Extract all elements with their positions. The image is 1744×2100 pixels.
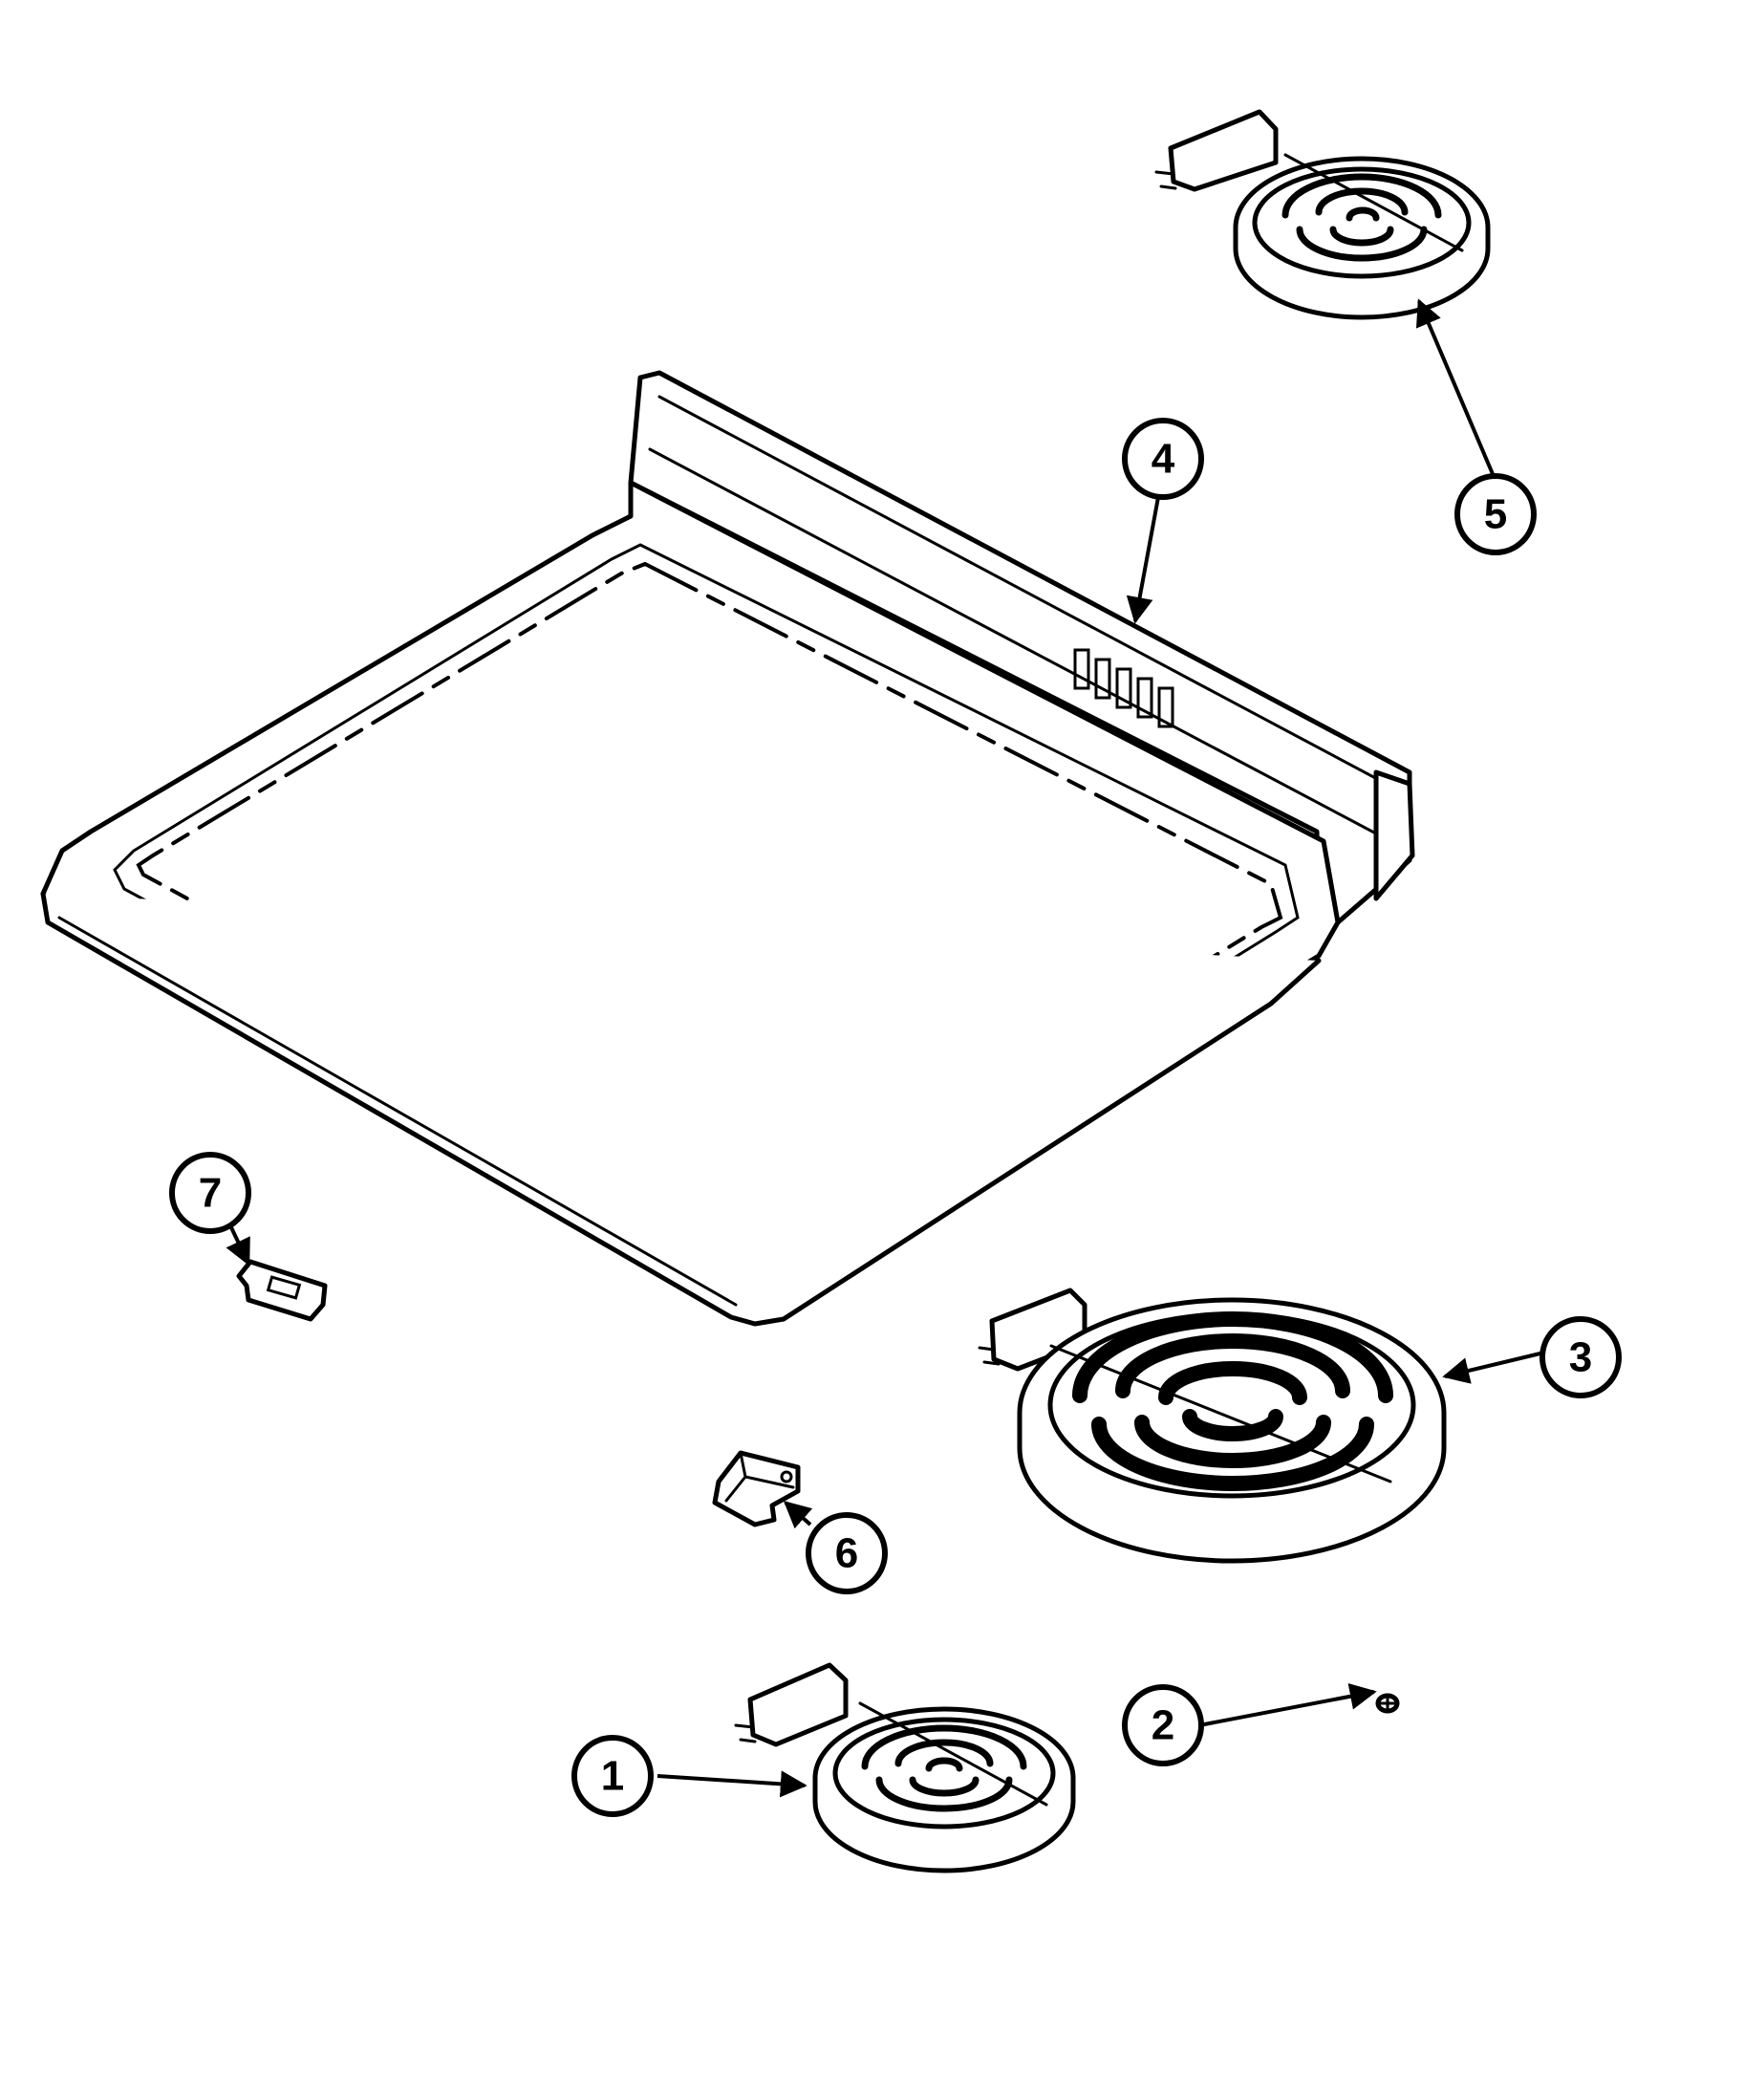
callout-4-label: 4: [1152, 436, 1175, 483]
callout-6: 6: [806, 1512, 888, 1594]
callout-5: 5: [1454, 473, 1537, 555]
callout-3: 3: [1539, 1316, 1622, 1398]
callout-7: 7: [169, 1152, 251, 1234]
screw: [1375, 1693, 1400, 1714]
surface-element-small-bottom: [734, 1662, 1076, 1873]
surface-element-small-top: [1154, 109, 1491, 320]
callout-3-label: 3: [1569, 1334, 1592, 1381]
callout-1-label: 1: [601, 1753, 624, 1800]
clip-bracket: [712, 1450, 801, 1527]
leader-lines: [226, 298, 1545, 1798]
callout-6-label: 6: [835, 1530, 858, 1577]
callout-2-label: 2: [1152, 1702, 1174, 1749]
callout-7-label: 7: [199, 1170, 222, 1217]
retaining-clip: [236, 1259, 328, 1322]
vent-slots: [1073, 648, 1174, 728]
callout-2: 2: [1122, 1684, 1204, 1766]
callout-1: 1: [571, 1735, 654, 1817]
cooktop-main-top: [40, 370, 1415, 1327]
callout-5-label: 5: [1484, 491, 1507, 538]
surface-element-large: [978, 1288, 1447, 1564]
callout-4: 4: [1122, 418, 1204, 500]
